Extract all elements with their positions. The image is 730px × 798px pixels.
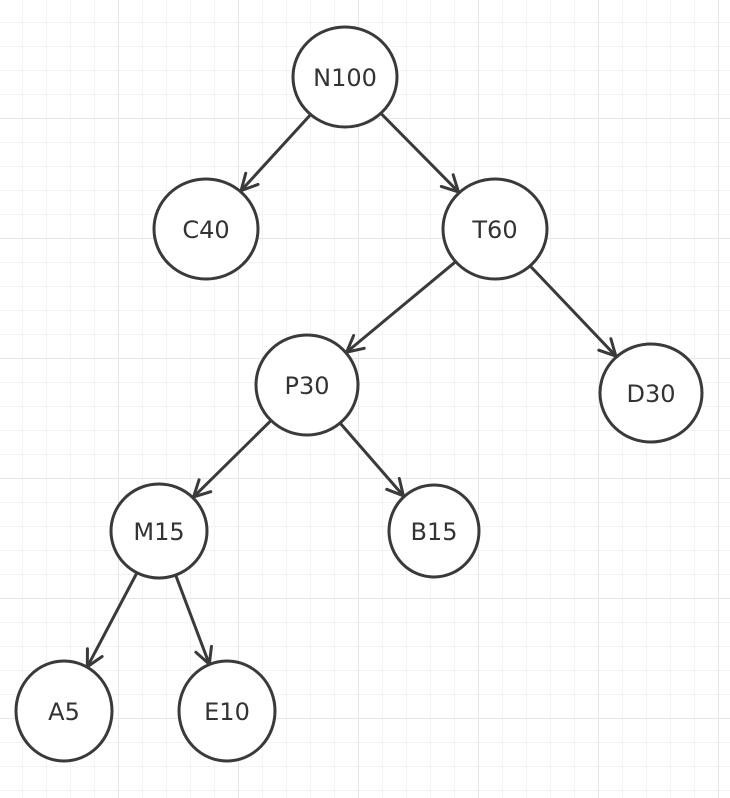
node-c40: C40 xyxy=(152,177,260,281)
node-circle xyxy=(152,177,260,281)
edge-t60-to-p30 xyxy=(345,258,459,354)
node-label: M15 xyxy=(133,518,184,546)
node-label: E10 xyxy=(204,698,250,726)
node-m15: M15 xyxy=(109,482,209,580)
node-circle xyxy=(598,342,704,444)
node-circle xyxy=(291,25,399,129)
node-n100: N100 xyxy=(291,25,399,129)
node-e10: E10 xyxy=(177,659,277,763)
edge-n100-to-t60 xyxy=(377,110,460,194)
edge-p30-to-b15 xyxy=(337,420,405,498)
node-t60: T60 xyxy=(441,177,549,281)
node-label: A5 xyxy=(48,698,80,726)
edge-m15-to-e10 xyxy=(173,572,211,666)
node-a5: A5 xyxy=(14,659,114,763)
node-circle xyxy=(254,333,360,437)
node-label: C40 xyxy=(182,216,229,244)
node-label: D30 xyxy=(626,380,675,408)
node-label: T60 xyxy=(471,216,517,244)
node-circle xyxy=(441,177,549,281)
node-b15: B15 xyxy=(387,483,481,579)
edge-t60-to-d30 xyxy=(527,263,618,358)
node-circle xyxy=(177,659,277,763)
edge-m15-to-a5 xyxy=(85,569,140,669)
node-label: N100 xyxy=(313,64,377,92)
edge-p30-to-m15 xyxy=(192,417,274,499)
node-circle xyxy=(109,482,209,580)
node-circle xyxy=(387,483,481,579)
edge-n100-to-c40 xyxy=(239,111,314,193)
node-circle xyxy=(14,659,114,763)
node-label: P30 xyxy=(284,372,329,400)
node-label: B15 xyxy=(410,518,457,546)
node-p30: P30 xyxy=(254,333,360,437)
node-d30: D30 xyxy=(598,342,704,444)
